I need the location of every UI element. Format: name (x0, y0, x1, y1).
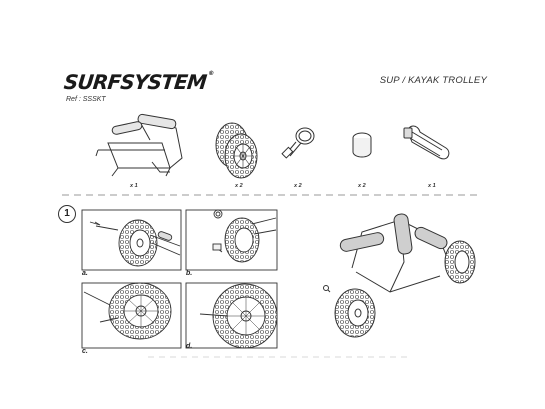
qty-wheels: x 2 (235, 183, 243, 189)
panel-label-b: b. (186, 270, 193, 277)
assembled-trolley (323, 213, 476, 338)
step-number-badge: 1 (58, 205, 76, 223)
panel-b-drawing (185, 209, 278, 271)
qty-strap: x 1 (428, 183, 436, 189)
panel-c-drawing (81, 282, 182, 349)
part-trolley-frame (95, 113, 183, 177)
product-reference: Ref : SSSKT (66, 96, 106, 103)
qty-locking-pin: x 2 (294, 183, 302, 189)
part-locking-pin (281, 127, 315, 159)
part-wheels (215, 122, 258, 179)
qty-end-cap: x 2 (358, 183, 366, 189)
panel-label-d: d. (186, 343, 193, 350)
part-strap (403, 125, 450, 160)
panel-a-drawing (81, 209, 182, 271)
panel-label-a: a. (82, 270, 88, 277)
qty-trolley-frame: x 1 (130, 183, 138, 189)
panel-d-drawing (185, 282, 278, 349)
panel-label-c: c. (82, 348, 88, 355)
part-end-cap (352, 132, 372, 158)
product-title: SUP / KAYAK TROLLEY (379, 75, 487, 86)
